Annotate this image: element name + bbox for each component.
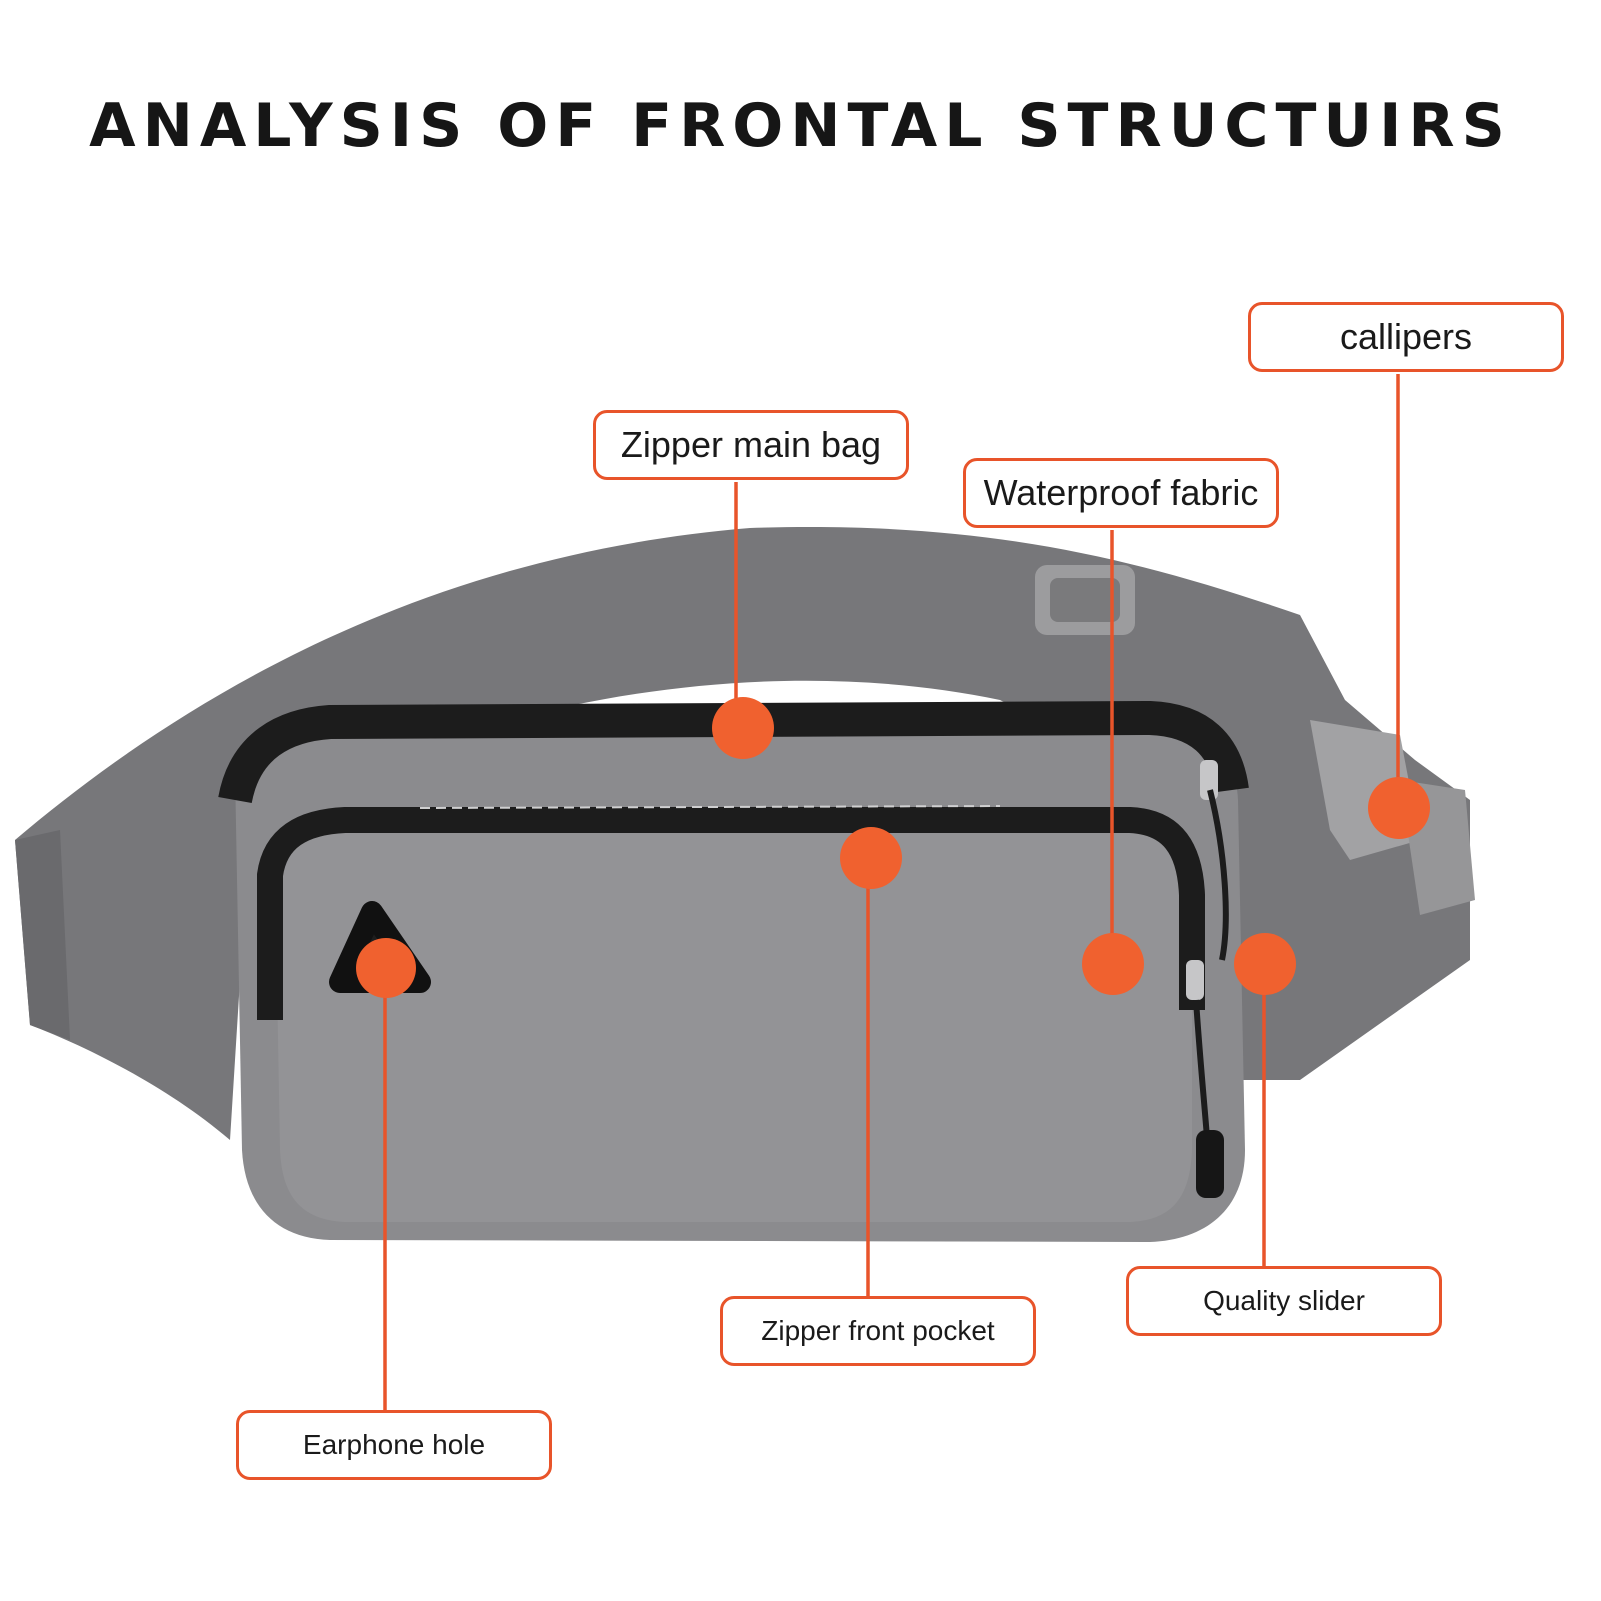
leader-lines [383, 374, 1400, 1410]
front-pocket [275, 818, 1192, 1222]
marker-quality-slider [1234, 933, 1296, 995]
page-title: ANALYSIS OF FRONTAL STRUCTUIRS [89, 91, 1512, 161]
zipper-pullers [1186, 760, 1229, 1198]
label-earphone-hole: Earphone hole [236, 1410, 552, 1480]
label-quality-slider: Quality slider [1126, 1266, 1442, 1336]
marker-zipper-front-pocket [840, 827, 902, 889]
stitching [419, 805, 1001, 809]
label-waterproof-fabric: Waterproof fabric [963, 458, 1279, 528]
marker-waterproof-fabric [1082, 933, 1144, 995]
marker-callipers [1368, 777, 1430, 839]
front-zipper [257, 807, 1205, 1020]
label-zipper-main-bag: Zipper main bag [593, 410, 909, 480]
marker-earphone-hole [356, 938, 416, 998]
main-zipper [218, 700, 1249, 804]
marker-zipper-main-bag [712, 697, 774, 759]
waist-strap [15, 526, 1470, 1140]
label-zipper-front-pocket: Zipper front pocket [720, 1296, 1036, 1366]
strap-fold [15, 830, 70, 1040]
markers [356, 697, 1430, 998]
label-callipers: callipers [1248, 302, 1564, 372]
